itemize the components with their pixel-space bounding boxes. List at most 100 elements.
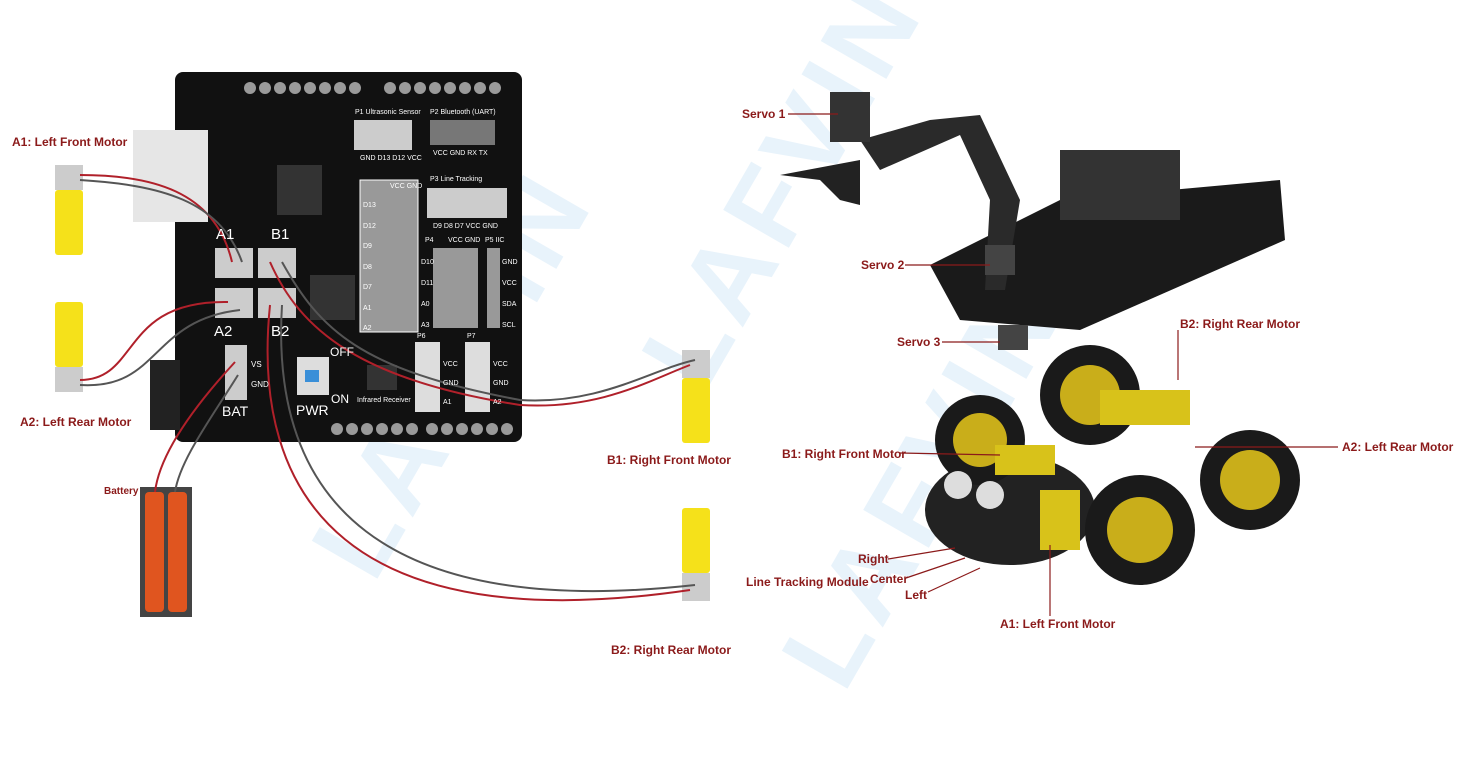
battery-holder: [140, 487, 192, 617]
p6-title: P6: [417, 333, 426, 340]
row-label: A2: [363, 325, 372, 332]
port-label-b1: B1: [271, 226, 290, 243]
p4-block: [433, 248, 478, 328]
pwr-label: PWR: [296, 402, 329, 418]
row-label: A0: [421, 301, 430, 308]
robot-arm: [860, 115, 1020, 290]
control-board: [1060, 150, 1180, 220]
label-b2-right-rear-motor: B2: Right Rear Motor: [1180, 317, 1300, 331]
row-label: D11: [421, 280, 434, 287]
label-a1-left-front-motor: A1: Left Front Motor: [1000, 617, 1116, 631]
row-label: D13: [363, 202, 376, 209]
p1-pins: GND D13 D12 VCC: [360, 155, 422, 162]
motor-port-b1: [258, 248, 296, 278]
off-label: OFF: [330, 345, 354, 359]
row-label: VCC: [443, 361, 458, 368]
label-right-sensor: Right: [858, 552, 889, 566]
p5-block: [487, 248, 500, 328]
row-label: A3: [421, 322, 430, 329]
motor-b1: [682, 350, 710, 443]
p7-row-labels: VCC GND A2: [493, 355, 509, 412]
usb-port: [133, 130, 208, 222]
p7-connector: [465, 342, 490, 412]
port-label-a2: A2: [214, 323, 233, 340]
p4-title: P4: [425, 237, 434, 244]
label-left-sensor: Left: [905, 588, 927, 602]
label-b2-right-rear-motor: B2: Right Rear Motor: [611, 643, 731, 657]
label-a2-left-rear-motor: A2: Left Rear Motor: [1342, 440, 1454, 454]
label-b1-right-front-motor: B1: Right Front Motor: [607, 453, 731, 467]
leader-lines: [788, 113, 1338, 616]
motor-a2: [55, 302, 83, 392]
wheel: [1085, 475, 1195, 585]
row-label: D8: [363, 263, 372, 271]
header-top-label: VCC GND: [390, 183, 423, 190]
motor: [995, 445, 1055, 475]
header-block: [359, 179, 419, 333]
power-jack: [150, 360, 180, 430]
row-label: D9: [363, 243, 372, 250]
motor-a1: [55, 165, 83, 255]
header-pins-bottom: [331, 423, 513, 435]
driver-chip: [277, 165, 322, 215]
motor-port-a1: [215, 248, 253, 278]
label-a1-left-front-motor: A1: Left Front Motor: [12, 135, 128, 149]
label-a2-left-rear-motor: A2: Left Rear Motor: [20, 415, 132, 429]
p3-connector: [427, 188, 507, 218]
p5-row-labels: GND VCC SDA SCL: [502, 252, 518, 336]
top-plate: [930, 180, 1285, 330]
p3-pins: D9 D8 D7 VCC GND: [433, 223, 498, 230]
motor-b2: [682, 508, 710, 601]
row-label: GND: [493, 380, 509, 387]
label-servo-3: Servo 3: [897, 335, 941, 349]
servo-1: [830, 92, 870, 142]
row-label: A1: [363, 304, 372, 312]
row-label: D7: [363, 284, 372, 291]
row-label: GND: [502, 259, 518, 266]
motor: [1040, 490, 1080, 550]
p5-title: P5 IIC: [485, 237, 505, 244]
p2-connector: [430, 120, 495, 145]
on-label: ON: [331, 392, 349, 406]
ultrasonic-sensor: [944, 471, 1004, 509]
p1-connector: [354, 120, 412, 150]
row-label: VCC: [502, 280, 517, 287]
row-label: D10: [421, 259, 434, 266]
wires: [79, 174, 696, 602]
p6-row-labels: VCC GND A1: [443, 355, 459, 412]
row-label: D12: [363, 222, 376, 230]
row-label: SCL: [502, 322, 516, 329]
gripper: [780, 160, 860, 205]
ir-label: Infrared Receiver: [357, 397, 411, 404]
row-label: A2: [493, 399, 502, 406]
robot-car: [780, 92, 1300, 585]
port-label-vs: VS: [251, 360, 262, 369]
label-line-tracking-module: Line Tracking Module: [746, 575, 869, 589]
row-label: A1: [443, 399, 452, 406]
row-label: SDA: [502, 301, 517, 308]
motor-port-b2: [258, 288, 296, 318]
label-battery: Battery: [104, 486, 139, 497]
port-label-b2: B2: [271, 323, 290, 340]
header-pins-top: [244, 82, 501, 94]
row-label: VCC: [493, 361, 508, 368]
label-center-sensor: Center: [870, 572, 909, 586]
port-label-a1: A1: [216, 226, 235, 243]
servo-2: [985, 245, 1015, 275]
label-servo-1: Servo 1: [742, 107, 786, 121]
p2-title: P2 Bluetooth (UART): [430, 109, 496, 116]
row-label: GND: [443, 380, 459, 387]
p7-title: P7: [467, 333, 476, 340]
port-label-gnd: GND: [251, 380, 269, 389]
wheel: [1200, 430, 1300, 530]
p2-pins: VCC GND RX TX: [433, 150, 488, 157]
p4-top: VCC GND: [448, 237, 481, 244]
servo-3: [998, 325, 1028, 350]
motor: [1100, 390, 1190, 425]
p1-title: P1 Ultrasonic Sensor: [355, 109, 421, 116]
p3-title: P3 Line Tracking: [430, 176, 483, 183]
